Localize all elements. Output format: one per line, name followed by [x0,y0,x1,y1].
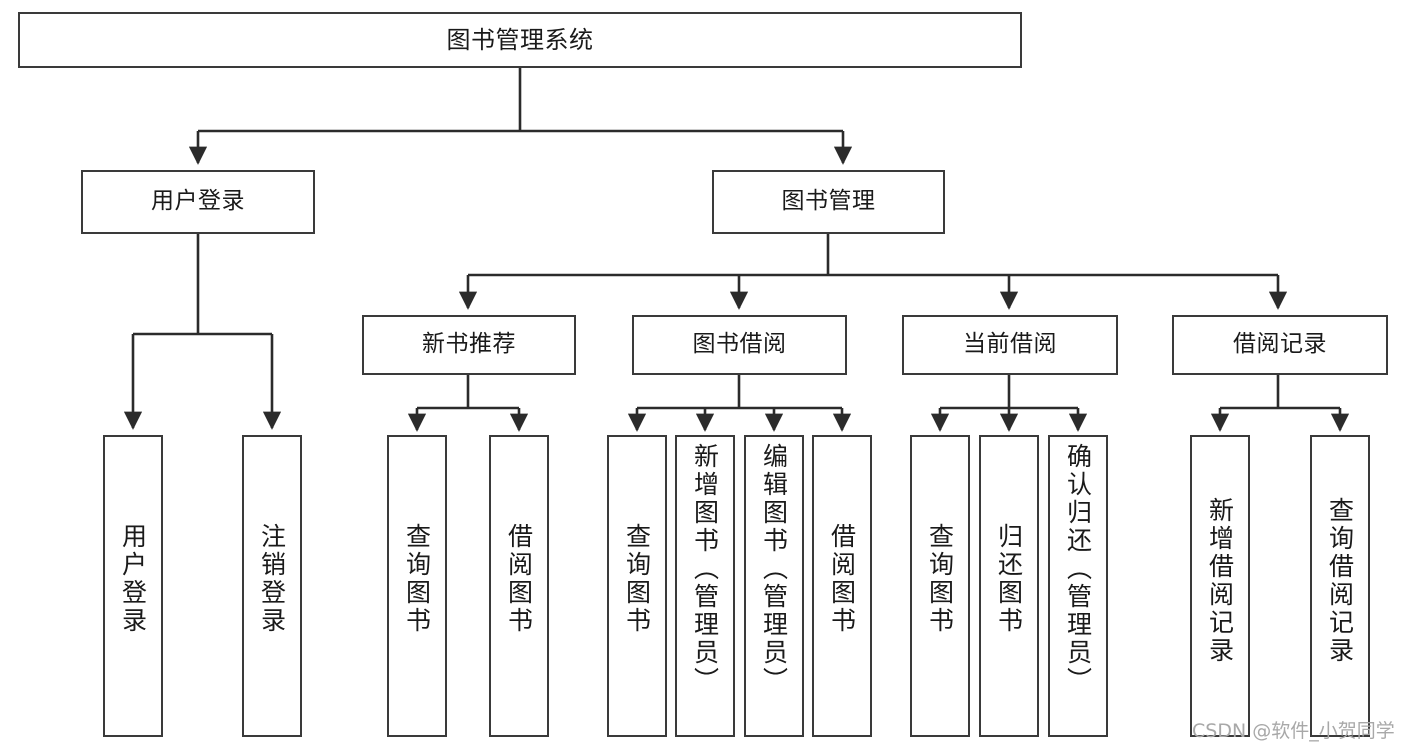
node-label: 查询图书 [925,523,955,635]
leaf-book-borrow-borrow[interactable]: 借阅图书 [812,435,872,737]
node-user-login[interactable]: 用户登录 [81,170,315,234]
leaf-new-book-borrow[interactable]: 借阅图书 [489,435,549,737]
node-label: 查询图书 [622,523,652,635]
node-label: 查询借阅记录 [1325,497,1355,665]
node-book-management[interactable]: 图书管理 [712,170,945,234]
watermark-text: CSDN @软件_小贺同学 [1192,720,1395,742]
node-label: 新书推荐 [422,331,516,358]
leaf-current-borrow-query[interactable]: 查询图书 [910,435,970,737]
leaf-book-borrow-edit[interactable]: 编辑图书（管理员） [744,435,804,737]
node-root-system[interactable]: 图书管理系统 [18,12,1022,68]
node-label: 确认归还（管理员） [1063,443,1093,695]
node-label: 借阅图书 [504,523,534,635]
node-label: 归还图书 [994,523,1024,635]
node-label: 借阅图书 [827,523,857,635]
leaf-current-borrow-confirm[interactable]: 确认归还（管理员） [1048,435,1108,737]
node-label: 查询图书 [402,523,432,635]
node-label: 图书管理 [781,188,876,215]
node-book-borrow[interactable]: 图书借阅 [632,315,847,375]
leaf-book-borrow-query[interactable]: 查询图书 [607,435,667,737]
node-label: 图书管理系统 [446,25,594,54]
node-label: 当前借阅 [963,331,1057,358]
leaf-current-borrow-return[interactable]: 归还图书 [979,435,1039,737]
node-label: 用户登录 [118,523,148,635]
leaf-borrow-record-query[interactable]: 查询借阅记录 [1310,435,1370,737]
node-label: 新增借阅记录 [1205,497,1235,665]
node-label: 图书借阅 [692,331,787,358]
leaf-user-login-login[interactable]: 用户登录 [103,435,163,737]
node-label: 编辑图书（管理员） [759,443,789,695]
node-label: 借阅记录 [1233,331,1327,358]
leaf-book-borrow-add[interactable]: 新增图书（管理员） [675,435,735,737]
leaf-user-login-logout[interactable]: 注销登录 [242,435,302,737]
node-label: 新增图书（管理员） [690,443,720,695]
node-label: 用户登录 [151,188,245,215]
node-new-book-recommend[interactable]: 新书推荐 [362,315,576,375]
node-current-borrow[interactable]: 当前借阅 [902,315,1118,375]
node-label: 注销登录 [257,523,287,635]
leaf-new-book-query[interactable]: 查询图书 [387,435,447,737]
node-borrow-record[interactable]: 借阅记录 [1172,315,1388,375]
leaf-borrow-record-add[interactable]: 新增借阅记录 [1190,435,1250,737]
